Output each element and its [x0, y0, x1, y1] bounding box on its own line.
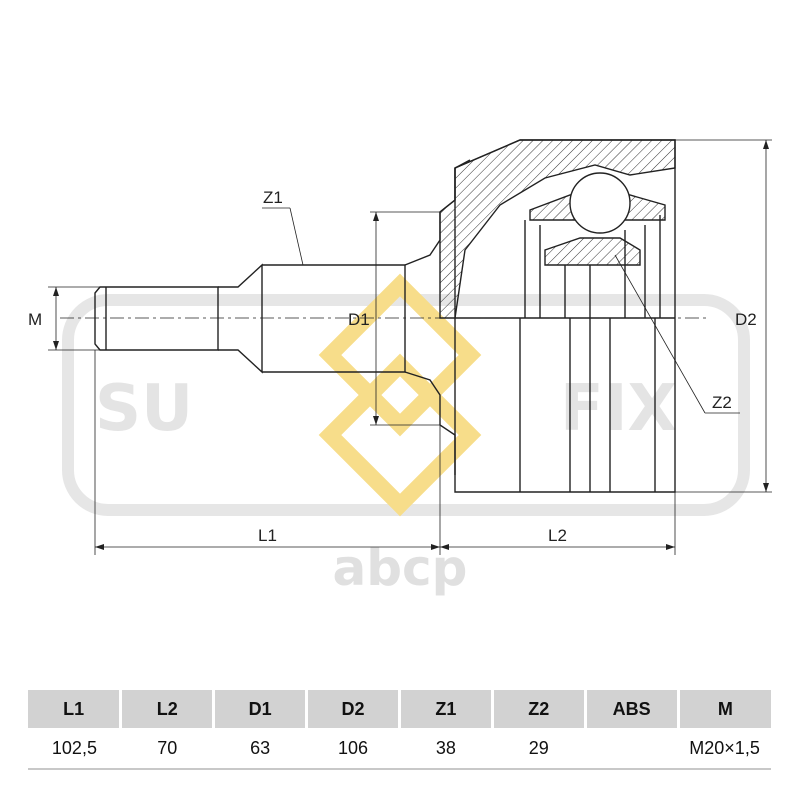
header-l2: L2 [120, 690, 216, 728]
header-m: M [678, 690, 771, 728]
value-l1: 102,5 [28, 728, 121, 770]
dimension-lines [48, 139, 772, 555]
label-z2: Z2 [712, 393, 732, 412]
label-d1: D1 [348, 310, 370, 329]
spec-value-row: 102,5 70 63 106 38 29 M20×1,5 [28, 728, 771, 770]
header-z2: Z2 [492, 690, 587, 728]
label-z1: Z1 [263, 188, 283, 207]
value-d2: 106 [306, 728, 400, 770]
label-l2: L2 [548, 526, 567, 545]
value-abs [585, 728, 679, 770]
label-d2: D2 [735, 310, 757, 329]
spec-header-row: L1 L2 D1 D2 Z1 Z2 ABS M [28, 690, 771, 728]
header-z1: Z1 [399, 690, 494, 728]
header-d2: D2 [306, 690, 401, 728]
value-m: M20×1,5 [678, 728, 771, 770]
dimension-arrows [53, 140, 769, 550]
header-d1: D1 [213, 690, 309, 728]
watermark: SU FIX abcp [62, 273, 750, 597]
watermark-brand-left: SU [95, 372, 193, 446]
value-l2: 70 [120, 728, 214, 770]
header-l1: L1 [28, 690, 123, 728]
header-abs: ABS [585, 690, 680, 728]
label-m: M [28, 310, 42, 329]
part-outline [94, 139, 676, 493]
watermark-brand-right: FIX [560, 372, 677, 446]
label-l1: L1 [258, 526, 277, 545]
value-d1: 63 [213, 728, 307, 770]
value-z1: 38 [399, 728, 493, 770]
spec-table: L1 L2 D1 D2 Z1 Z2 ABS M 102,5 70 63 106 … [28, 690, 771, 770]
value-z2: 29 [492, 728, 586, 770]
watermark-site: abcp [333, 539, 468, 597]
